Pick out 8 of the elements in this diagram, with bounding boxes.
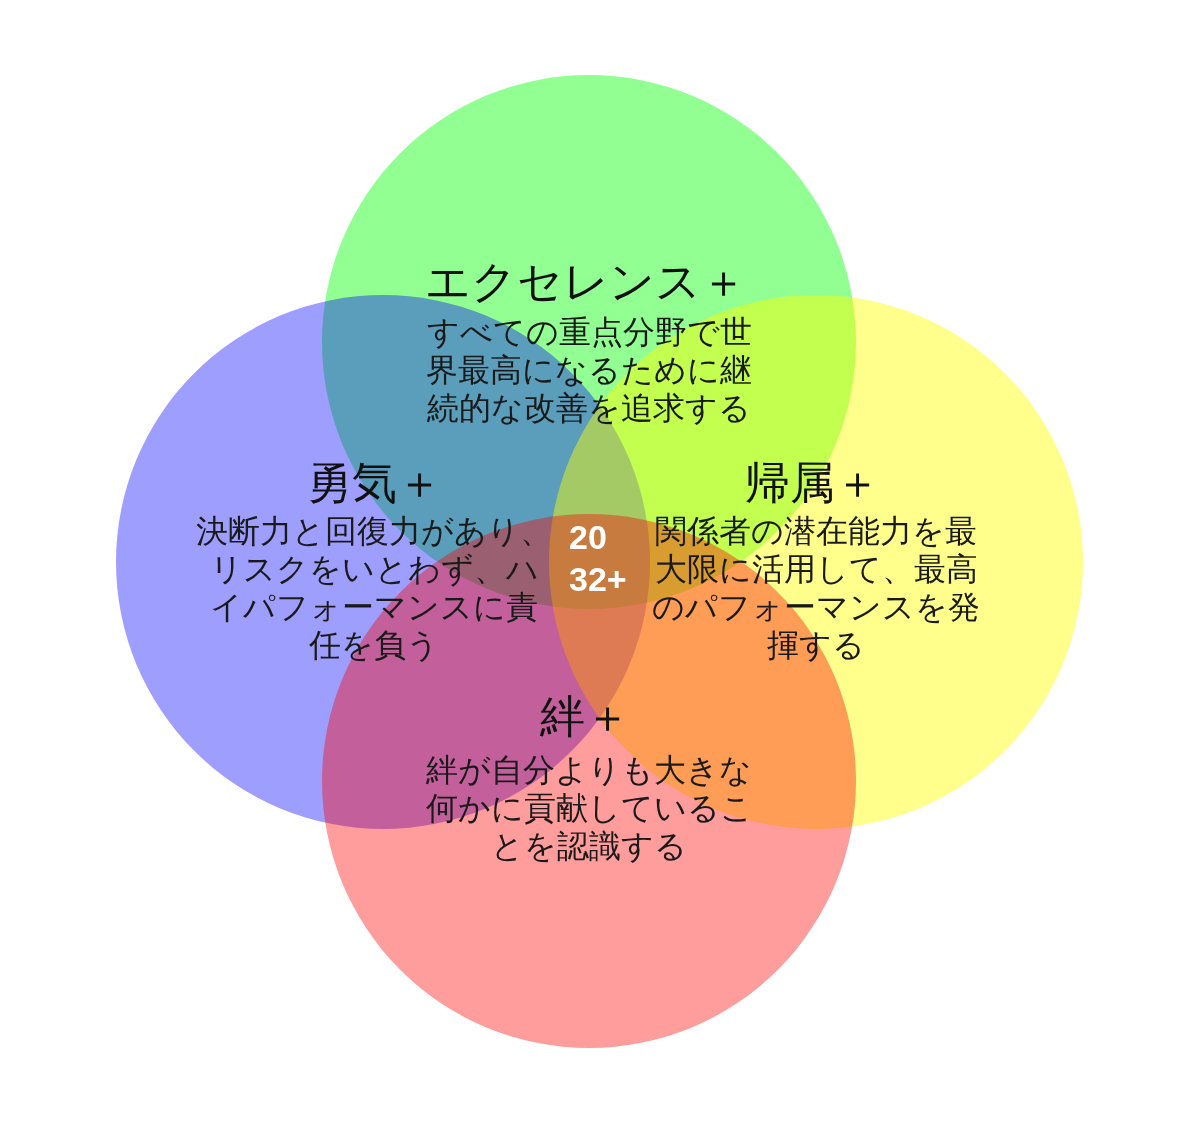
center-label: 20 32+: [569, 517, 628, 600]
circle-description: 絆が自分よりも大きな何かに貢献していることを認識する: [424, 751, 754, 865]
circle-description: 関係者の潜在能力を最大限に活用して、最高のパフォーマンスを発揮する: [651, 512, 981, 664]
circle-heading: 勇気＋: [306, 458, 442, 508]
circle-heading: 絆＋: [540, 692, 630, 742]
circle-heading: エクセレンス＋: [424, 257, 746, 307]
circle-heading: 帰属＋: [744, 458, 880, 508]
circle-description: すべての重点分野で世界最高になるために継続的な改善を追求する: [425, 313, 753, 427]
